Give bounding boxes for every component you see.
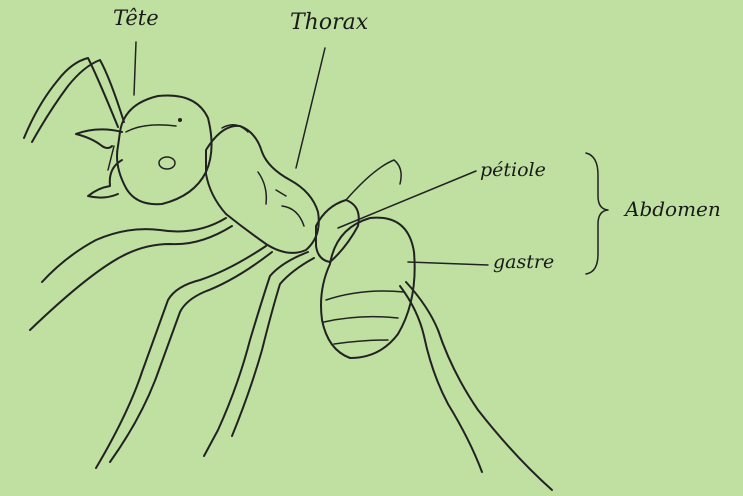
label-petiole: pétiole [480, 159, 546, 181]
label-thorax: Thorax [290, 10, 368, 35]
leader-line-thorax [296, 48, 325, 168]
abdomen [316, 160, 415, 358]
label-abdomen: Abdomen [625, 197, 721, 221]
label-tete: Tête [113, 6, 159, 30]
abdomen-brace [586, 153, 608, 274]
label-gastre: gastre [493, 251, 554, 273]
leader-line-gastre [408, 262, 488, 265]
eye [159, 157, 175, 169]
leader-line-tete [134, 42, 136, 95]
legs [30, 218, 552, 490]
head [76, 95, 212, 204]
